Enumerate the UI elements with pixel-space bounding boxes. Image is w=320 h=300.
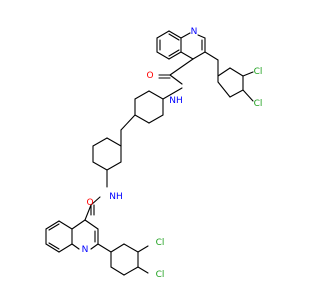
bond	[90, 243, 99, 250]
molecule-structure: N O NH Cl Cl NH O N Cl Cl	[45, 27, 263, 280]
atom-label-cl-bottom-2: Cl	[156, 270, 165, 280]
bond	[45, 243, 60, 253]
bond	[168, 49, 180, 57]
bond	[242, 71, 254, 77]
bond	[110, 266, 125, 276]
bond	[97, 243, 112, 253]
bond	[84, 204, 92, 221]
bond	[192, 51, 206, 60]
bond	[168, 51, 182, 60]
bond	[168, 30, 182, 39]
bond	[58, 243, 73, 253]
bond	[123, 243, 139, 253]
bond	[106, 161, 122, 171]
bond	[180, 32, 191, 39]
bond	[229, 89, 244, 98]
atom-label-n-quinoline-top: N	[191, 27, 198, 37]
bond	[169, 74, 183, 85]
bond	[90, 196, 101, 206]
bond	[137, 266, 149, 274]
bond	[71, 219, 86, 230]
bond	[110, 243, 125, 253]
bond	[120, 114, 136, 131]
bond	[92, 161, 108, 171]
atom-label-cl-bottom-1: Cl	[156, 238, 165, 248]
molecule-canvas: N O NH Cl Cl NH O N Cl Cl	[45, 27, 263, 280]
bond	[217, 67, 231, 77]
bonds	[45, 30, 254, 276]
bond	[134, 90, 150, 100]
atom-label-n-quinoline-bottom: N	[82, 245, 89, 255]
bond	[156, 51, 170, 60]
atom-label-cl-top-2: Cl	[254, 99, 263, 109]
bond	[137, 245, 149, 253]
bond	[197, 34, 206, 39]
bond	[156, 30, 170, 39]
bond	[58, 220, 73, 230]
bond	[106, 137, 122, 147]
bond	[162, 87, 183, 100]
atom-label-nh-bottom: NH	[109, 192, 123, 202]
bond	[148, 114, 164, 124]
bond	[217, 81, 231, 98]
bond	[180, 51, 194, 60]
bond	[242, 89, 254, 102]
bond	[204, 51, 219, 61]
atom-label-nh-top: NH	[169, 96, 183, 106]
bond	[48, 242, 60, 250]
bond	[92, 137, 108, 147]
atom-label-cl-top-1: Cl	[254, 67, 263, 77]
atom-labels: N O NH Cl Cl NH O N Cl Cl	[82, 27, 263, 280]
atom-label-o-bottom: O	[86, 198, 93, 208]
bond	[169, 58, 194, 76]
bond	[123, 266, 139, 276]
bond	[71, 243, 80, 250]
bond	[134, 114, 150, 124]
bond	[45, 220, 60, 230]
atom-label-o-top: O	[146, 71, 153, 81]
bond	[48, 223, 60, 231]
bond	[168, 33, 180, 41]
bond	[84, 219, 99, 230]
bond	[148, 90, 164, 100]
bond	[229, 67, 244, 77]
